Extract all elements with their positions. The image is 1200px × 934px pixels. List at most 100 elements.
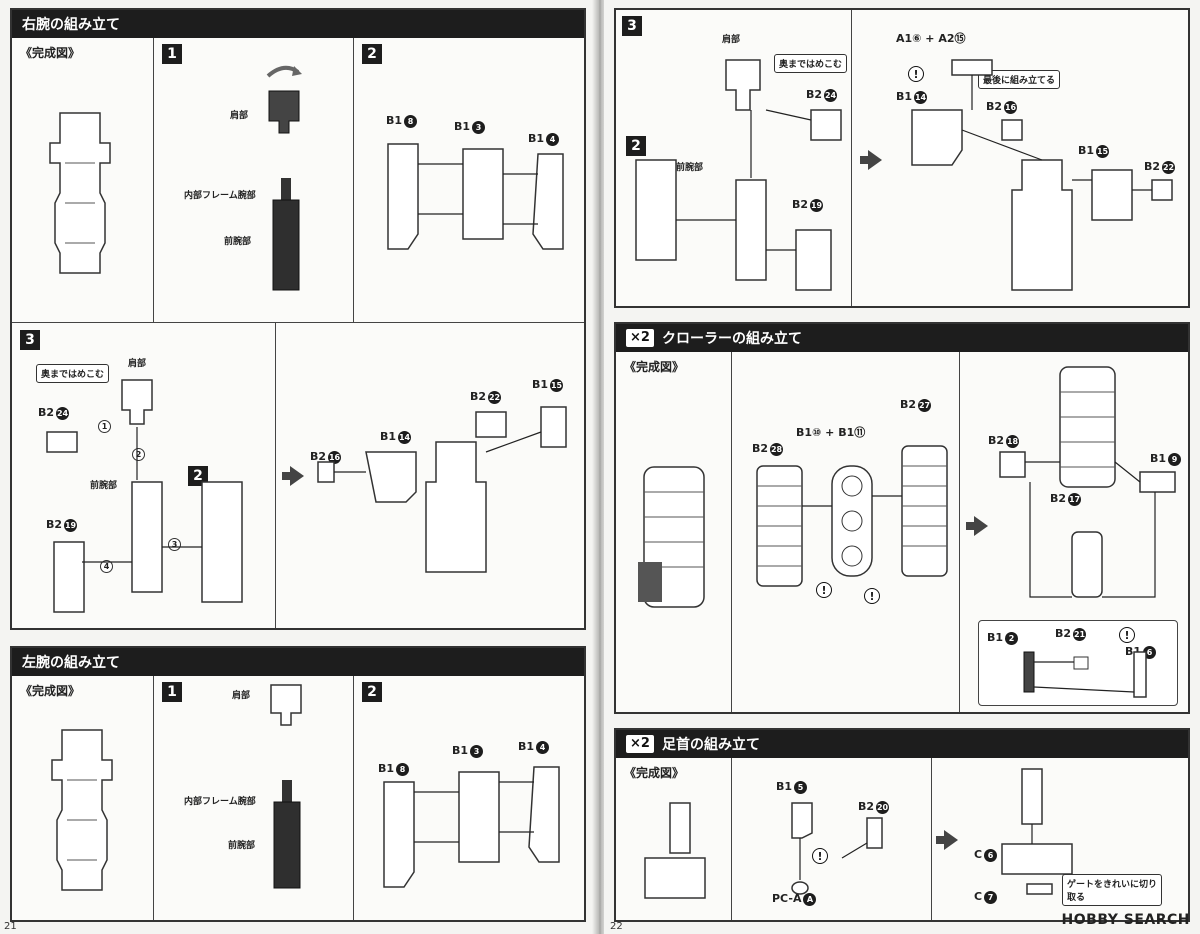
ankle-step1-diagram [791,802,883,895]
crawler-step1-diagram [756,445,948,587]
complete-label: 《完成図》 [624,766,685,780]
next-arrow-icon [290,466,304,486]
complete-label: 《完成図》 [20,684,81,698]
multiplier-badge: ×2 [626,735,654,753]
complete-cell: 《完成図》 [12,38,154,322]
left-page: 右腕の組み立て 《完成図》 1 肩部 内部フレーム腕部 前腕部 [0,0,596,934]
next-arrow-stem [282,472,292,480]
combo-label: A1⑥ + A2⑮ [896,32,966,45]
forearm-label: 前腕部 [90,481,118,491]
step-marker-3: 3 [168,538,181,551]
next-arrow-icon [868,150,882,170]
page-number: 22 [610,921,623,932]
left-arm-title: 左腕の組み立て [22,655,120,671]
next-arrow-icon [944,830,958,850]
shoulder-part [270,684,302,726]
combo-label: B1⑩ + B1⑪ [796,426,866,439]
step2-parts-diagram [383,766,560,888]
caution-icon: ! [1119,627,1135,643]
ankle-step2-diagram [1001,768,1073,895]
multiplier-badge: ×2 [626,329,654,347]
completed-arm-figure [51,729,113,891]
arm-step3-diagram [635,59,842,291]
complete-cell: 《完成図》 [616,758,732,920]
complete-label: 《完成図》 [20,46,81,60]
next-arrow-stem [936,836,946,844]
step-1-number: 1 [162,44,182,64]
right-arm-section: 右腕の組み立て 《完成図》 1 肩部 内部フレーム腕部 前腕部 [10,8,586,630]
step2-parts-diagram [387,143,564,250]
shoulder-label: 肩部 [128,359,147,369]
press-fit-callout: 奥まではめこむ [774,54,848,73]
caution-icon: ! [908,66,924,82]
caution-icon: ! [812,848,828,864]
step-3-number: 3 [622,16,642,36]
shoulder-part [268,90,300,134]
complete-cell: 《完成図》 [12,676,154,920]
right-arm-header: 右腕の組み立て [12,10,584,38]
shoulder-label: 肩部 [230,111,249,121]
step-3-number: 3 [20,330,40,350]
shoulder-label: 肩部 [722,35,741,45]
sub-step-2-number: 2 [188,466,208,486]
page-number: 21 [4,921,17,932]
forearm-part [273,780,301,889]
next-arrow-icon [974,516,988,536]
ankle-title: 足首の組み立て [661,737,760,753]
forearm-label: 前腕部 [228,841,256,851]
crawler-detail-diagram [1023,651,1147,698]
caution-icon: ! [864,588,880,604]
assembled-arm-diagram [317,406,567,573]
forearm-label: 前腕部 [224,237,252,247]
sub-step-2-number: 2 [626,136,646,156]
caution-icon: ! [816,582,832,598]
crawler-header: ×2 クローラーの組み立て [616,324,1188,352]
complete-label: 《完成図》 [624,360,685,374]
assemble-last-callout: 最後に組み立てる [978,70,1061,89]
step-marker-1: 1 [98,420,111,433]
crawler-step2-diagram [999,366,1176,598]
ankle-header: ×2 足首の組み立て [616,730,1188,758]
complete-cell: 《完成図》 [616,352,732,712]
step-2-number: 2 [362,44,382,64]
left-arm-header: 左腕の組み立て [12,648,584,676]
crawler-title: クローラーの組み立て [661,331,802,347]
step-marker-2: 2 [132,448,145,461]
step1-cell: 1 肩部 内部フレーム腕部 前腕部 [154,38,354,322]
gate-trim-callout: ゲートをきれいに切り取る [1062,874,1162,906]
forearm-label: 前腕部 [676,163,704,173]
forearm-part [272,178,300,291]
